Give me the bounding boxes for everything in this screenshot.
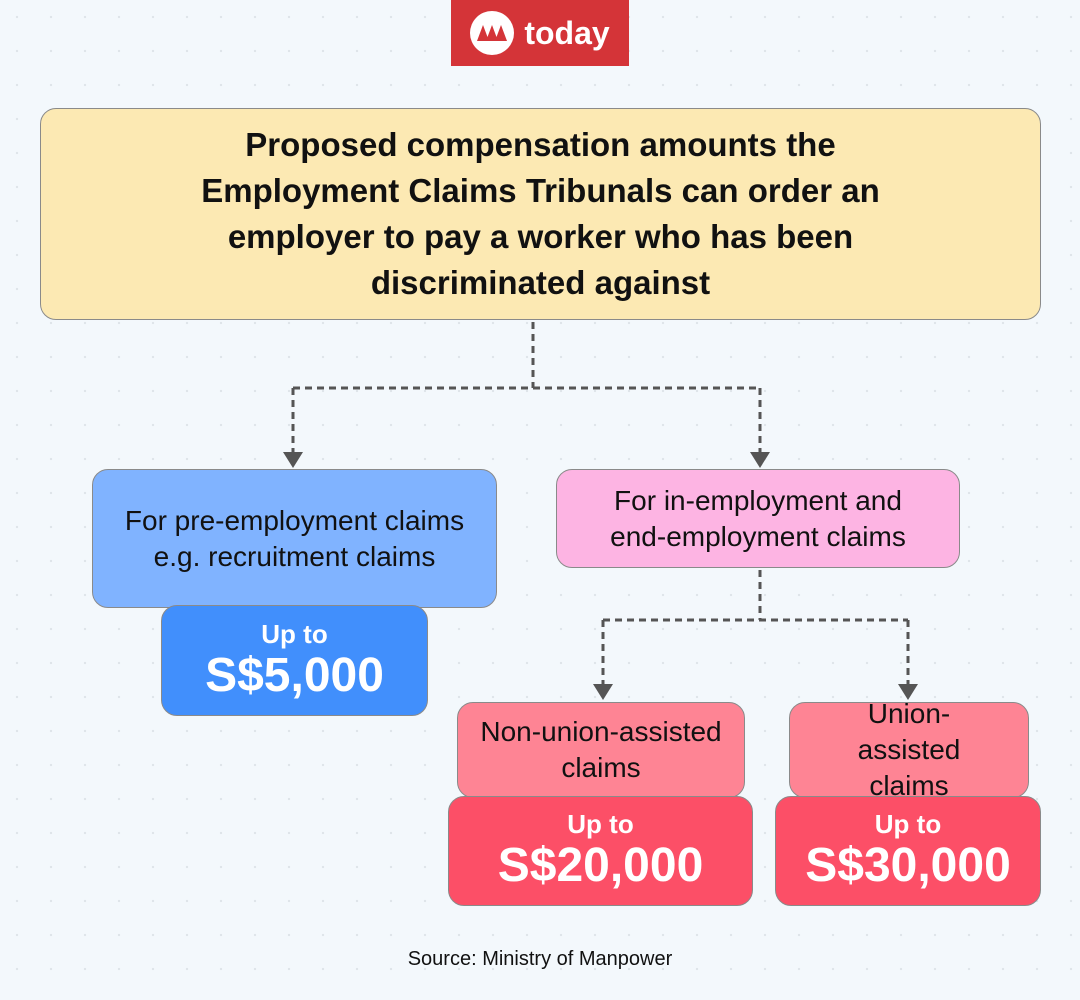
today-logo: today [451, 0, 629, 66]
amount-value: S$5,000 [205, 648, 384, 702]
pre-employment-label: For pre-employment claims e.g. recruitme… [124, 504, 465, 572]
arrow-down-icon [283, 452, 303, 468]
pre-employment-box: For pre-employment claims e.g. recruitme… [92, 469, 497, 608]
non-union-label: Non-union-assisted claims [480, 716, 722, 783]
up-to-label: Up to [874, 809, 942, 839]
amount-value: S$20,000 [497, 839, 704, 892]
connector-title [291, 322, 762, 452]
title-box: Proposed compensation amounts the Employ… [40, 108, 1041, 320]
non-union-box: Non-union-assisted claims [457, 702, 745, 798]
union-amount-box: Up to S$30,000 [775, 796, 1041, 906]
logo-text: today [524, 14, 610, 51]
union-box: Union-assisted claims [789, 698, 1029, 801]
pre-employment-amount-box: Up to S$5,000 [161, 605, 428, 716]
non-union-amount-box: Up to S$20,000 [448, 796, 753, 906]
logo-mark-icon [470, 11, 515, 55]
up-to-label: Up to [567, 809, 634, 839]
up-to-label: Up to [261, 618, 328, 649]
arrow-down-icon [898, 684, 918, 700]
source-note: Source: Ministry of Manpower [407, 948, 673, 970]
amount-value: S$30,000 [805, 839, 1011, 892]
arrow-down-icon [750, 452, 770, 468]
arrow-down-icon [593, 684, 613, 700]
union-label: Union-assisted claims [857, 698, 961, 801]
in-employment-box: For in-employment and end-employment cla… [556, 469, 960, 568]
page-title: Proposed compensation amounts the Employ… [201, 126, 880, 301]
connector-in [601, 570, 910, 684]
in-employment-label: For in-employment and end-employment cla… [610, 484, 906, 552]
